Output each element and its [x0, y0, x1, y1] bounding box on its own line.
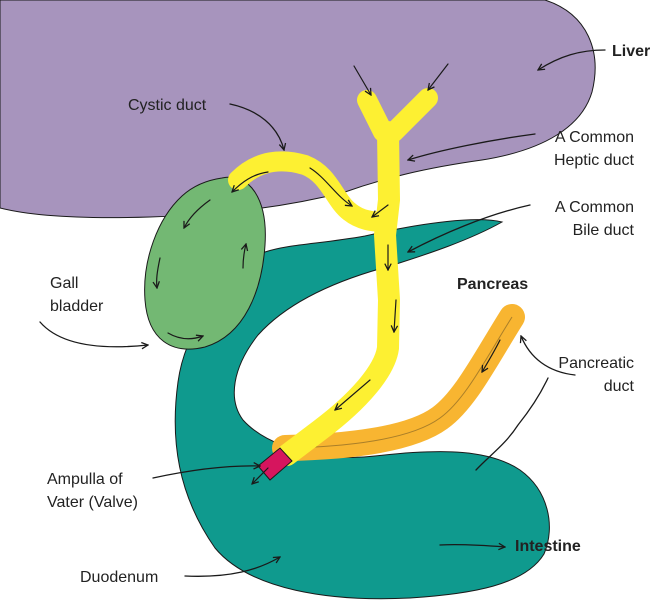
label-duodenum: Duodenum	[80, 569, 158, 586]
label-intestine: Intestine	[515, 538, 581, 555]
label-pancreatic-duct-line1: Pancreatic	[558, 355, 634, 372]
label-liver: Liver	[612, 43, 650, 60]
label-pancreatic-duct-line2: duct	[604, 378, 635, 395]
label-heptic-duct-line2: Heptic duct	[554, 152, 635, 169]
label-cystic-duct: Cystic duct	[128, 97, 207, 114]
label-gall-bladder-line2: bladder	[50, 298, 104, 315]
label-bile-duct-line2: Bile duct	[573, 222, 635, 239]
label-pancreas: Pancreas	[457, 276, 528, 293]
label-heptic-duct-line1: A Common	[555, 129, 634, 146]
label-gall-bladder-line1: Gall	[50, 275, 78, 292]
liver-shape	[0, 0, 595, 218]
label-ampulla-line1: Ampulla of	[47, 471, 123, 488]
label-ampulla-line2: Vater (Valve)	[47, 494, 138, 511]
label-bile-duct-line1: A Common	[555, 199, 634, 216]
